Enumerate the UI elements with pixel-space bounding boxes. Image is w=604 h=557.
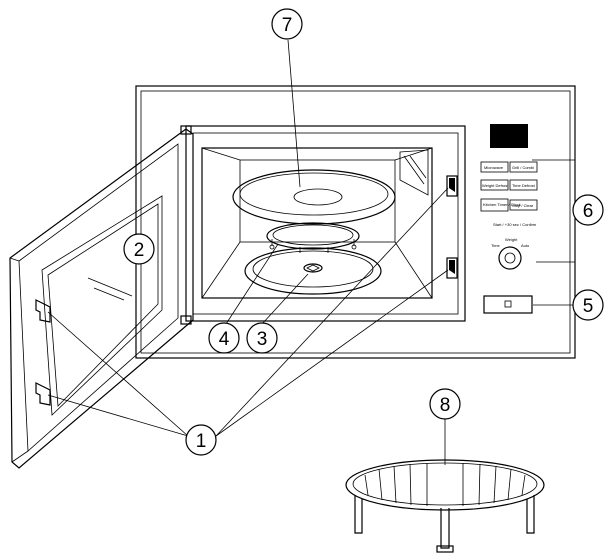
- control-panel: Microwave Grill / Combi Weight Defrost T…: [480, 124, 538, 314]
- button-grill-combi: [509, 161, 538, 173]
- callout-5-label: 5: [583, 296, 594, 317]
- start-label: Start / +30 sec / Confirm: [493, 222, 537, 227]
- callout-8: 8: [429, 388, 461, 420]
- grill-rack: [345, 459, 545, 553]
- door-release-button: [483, 295, 533, 314]
- callout-6-label: 6: [583, 201, 594, 222]
- oven-cavity: [201, 147, 433, 299]
- callout-6: 6: [572, 194, 604, 226]
- display-window: [490, 124, 528, 148]
- button-stop-clear: [509, 199, 538, 211]
- button-time-defrost: [509, 179, 538, 191]
- callout-2: 2: [123, 233, 155, 265]
- dial-label-time: Time: [491, 243, 501, 248]
- glass-tray: [232, 169, 396, 225]
- dial-label-weight: Weight: [505, 237, 518, 242]
- button-kitchen-timer: [480, 198, 509, 212]
- button-grill-combi-label: Grill / Combi: [512, 165, 534, 170]
- control-dial: [498, 246, 522, 270]
- button-microwave-label: Microwave: [484, 165, 504, 170]
- callout-7: 7: [271, 8, 303, 40]
- button-time-defrost-label: Time Defrost: [512, 183, 536, 188]
- roller-ring: [266, 222, 360, 253]
- turntable-floor: [244, 247, 382, 295]
- callout-2-label: 2: [134, 240, 145, 261]
- button-weight-defrost-label: Weight Defrost: [482, 183, 509, 188]
- leader-lines: [47, 39, 576, 465]
- dial-label-auto: Auto: [521, 243, 530, 248]
- button-weight-defrost: [480, 179, 509, 191]
- callout-4-label: 4: [219, 329, 230, 350]
- callout-8-label: 8: [440, 395, 451, 416]
- callout-3: 3: [246, 322, 278, 354]
- callout-4: 4: [208, 322, 240, 354]
- callout-3-label: 3: [257, 329, 268, 350]
- frame-latch-holes: [446, 175, 458, 279]
- button-kitchen-timer-label: Kitchen Timer / Clock: [483, 202, 521, 207]
- callout-1: 1: [185, 424, 217, 456]
- callout-1-label: 1: [196, 431, 207, 452]
- callout-5: 5: [572, 289, 604, 321]
- button-stop-clear-label: Stop / Clear: [512, 203, 534, 208]
- button-microwave: [480, 161, 509, 173]
- callout-7-label: 7: [282, 15, 293, 36]
- oven-door: [9, 125, 194, 469]
